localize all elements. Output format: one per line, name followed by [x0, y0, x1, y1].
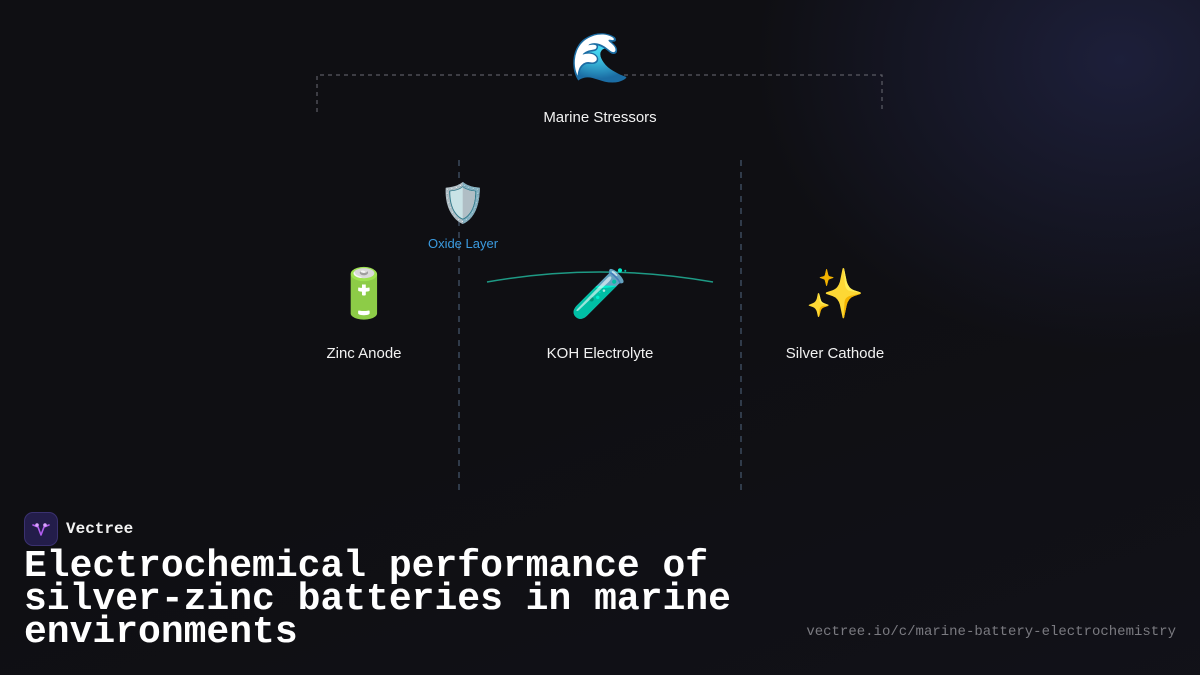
electrolyte-arc [486, 271, 714, 283]
battery-icon: 🔋 [334, 268, 394, 321]
node-koh-electrolyte: 🧪 KOH Electrolyte [547, 267, 654, 362]
node-oxide-layer: 🛡️ Oxide Layer [428, 182, 498, 251]
sparkles-icon: ✨ [805, 268, 865, 321]
stressor-bracket [316, 74, 883, 112]
wave-icon: 🌊 [570, 32, 630, 85]
shield-icon: 🛡️ [439, 183, 487, 225]
node-silver-cathode: ✨ Silver Cathode [786, 267, 884, 362]
page-url[interactable]: vectree.io/c/marine-battery-electrochemi… [806, 624, 1176, 640]
node-label: Oxide Layer [427, 236, 499, 251]
node-label: Silver Cathode [785, 345, 885, 362]
node-marine-stressors: 🌊 Marine Stressors [543, 31, 656, 126]
node-zinc-anode: 🔋 Zinc Anode [326, 267, 401, 362]
node-label: Marine Stressors [543, 109, 657, 126]
vectree-logo-icon [24, 512, 58, 546]
brand[interactable]: Vectree [24, 512, 133, 546]
node-label: KOH Electrolyte [546, 345, 654, 362]
test-tube-icon: 🧪 [570, 268, 630, 321]
brand-name: Vectree [66, 520, 134, 538]
node-label: Zinc Anode [326, 345, 402, 362]
page-title: Electrochemical performance of silver-zi… [24, 545, 731, 654]
